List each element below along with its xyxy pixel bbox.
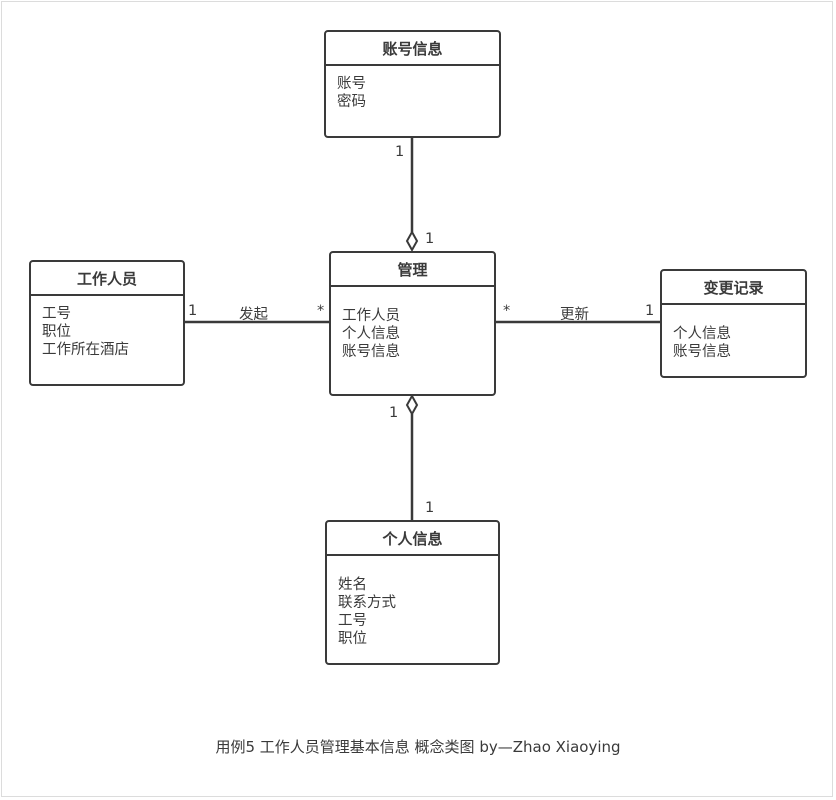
attribute: 姓名 [338, 577, 367, 593]
attribute: 职位 [42, 324, 71, 340]
attribute: 账号信息 [342, 344, 400, 360]
multiplicity-manage-right-end: * [503, 303, 511, 319]
attribute: 个人信息 [673, 326, 731, 342]
attribute: 账号 [337, 76, 366, 92]
multiplicity-account-end: 1 [395, 144, 405, 160]
class-staff-attributes: 工号 职位 工作所在酒店 [31, 296, 183, 359]
class-manage-attributes: 工作人员 个人信息 账号信息 [331, 287, 494, 361]
attribute: 个人信息 [342, 326, 400, 342]
multiplicity-manage-top-end: 1 [425, 231, 435, 247]
class-staff-title: 工作人员 [31, 262, 183, 296]
attribute: 工号 [338, 613, 367, 629]
diagram-caption: 用例5 工作人员管理基本信息 概念类图 by—Zhao Xiaoying [215, 738, 621, 756]
multiplicity-staff-end: 1 [188, 303, 198, 319]
class-staff[interactable]: 工作人员 工号 职位 工作所在酒店 [29, 260, 185, 386]
attribute: 工作所在酒店 [42, 342, 129, 358]
multiplicity-personal-end: 1 [425, 500, 435, 516]
multiplicity-change-end: 1 [645, 303, 655, 319]
class-change-record-attributes: 个人信息 账号信息 [662, 305, 805, 361]
class-change-record-title: 变更记录 [662, 271, 805, 305]
class-manage-title: 管理 [331, 253, 494, 287]
class-personal-info[interactable]: 个人信息 姓名 联系方式 工号 职位 [325, 520, 500, 665]
attribute: 工号 [42, 306, 71, 322]
association-label-initiate: 发起 [239, 307, 268, 323]
class-account-info[interactable]: 账号信息 账号 密码 [324, 30, 501, 138]
class-account-info-title: 账号信息 [326, 32, 499, 66]
multiplicity-manage-left-end: * [317, 303, 325, 319]
multiplicity-manage-bottom-end: 1 [389, 405, 399, 421]
class-personal-info-attributes: 姓名 联系方式 工号 职位 [327, 556, 498, 648]
account-manage-aggregation-diamond [405, 229, 419, 253]
attribute: 职位 [338, 631, 367, 647]
attribute: 账号信息 [673, 344, 731, 360]
class-personal-info-title: 个人信息 [327, 522, 498, 556]
class-account-info-attributes: 账号 密码 [326, 66, 499, 111]
attribute: 联系方式 [338, 595, 396, 611]
association-label-update: 更新 [560, 307, 589, 323]
attribute: 密码 [337, 94, 366, 110]
class-change-record[interactable]: 变更记录 个人信息 账号信息 [660, 269, 807, 378]
class-manage[interactable]: 管理 工作人员 个人信息 账号信息 [329, 251, 496, 396]
attribute: 工作人员 [342, 308, 400, 324]
manage-personal-aggregation-diamond [405, 393, 419, 417]
